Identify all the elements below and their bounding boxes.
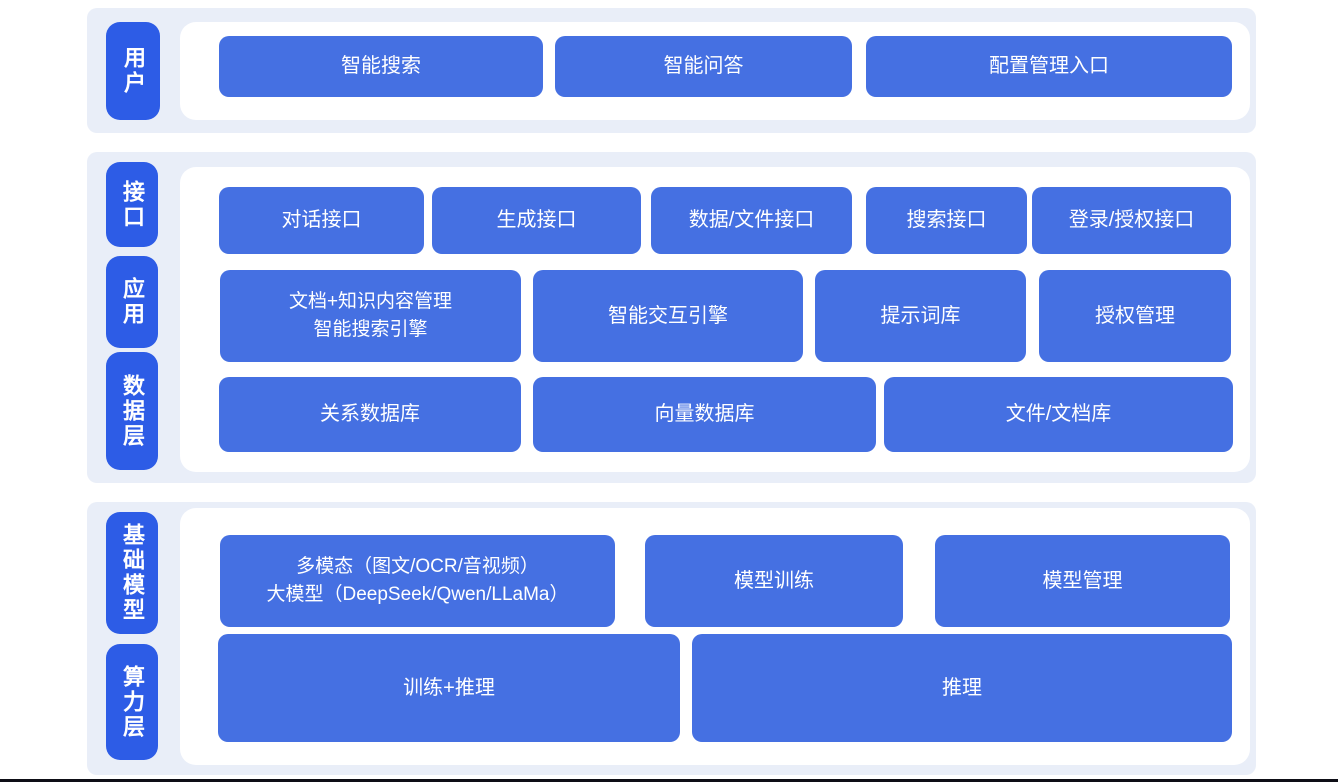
block-generation-api: 生成接口 [432,187,641,254]
block-inference: 推理 [692,634,1232,742]
block-smart-interaction-engine: 智能交互引擎 [533,270,803,362]
layer-label-user: 用户 [106,22,160,120]
layer-label-data-layer: 数据层 [106,352,158,470]
block-doc-knowledge-search-engine: 文档+知识内容管理 智能搜索引擎 [220,270,521,362]
block-dialog-api: 对话接口 [219,187,424,254]
block-model-training: 模型训练 [645,535,903,627]
model-compute-panel: 多模态（图文/OCR/音视频） 大模型（DeepSeek/Qwen/LLaMa）… [180,508,1250,765]
block-multimodal-large-model: 多模态（图文/OCR/音视频） 大模型（DeepSeek/Qwen/LLaMa） [220,535,615,627]
block-auth-management: 授权管理 [1039,270,1231,362]
block-search-api: 搜索接口 [866,187,1027,254]
layer-label-foundation-model: 基础模型 [106,512,158,634]
block-training-plus-inference: 训练+推理 [218,634,680,742]
block-vector-database: 向量数据库 [533,377,876,452]
block-smart-search: 智能搜索 [219,36,543,97]
interface-app-data-panel: 对话接口 生成接口 数据/文件接口 搜索接口 登录/授权接口 文档+知识内容管理… [180,167,1250,472]
block-smart-qa: 智能问答 [555,36,852,97]
block-relational-database: 关系数据库 [219,377,521,452]
layer-label-application: 应用 [106,256,158,348]
layer-label-compute-layer: 算力层 [106,644,158,760]
block-model-management: 模型管理 [935,535,1230,627]
block-config-management-entry: 配置管理入口 [866,36,1232,97]
block-login-auth-api: 登录/授权接口 [1032,187,1231,254]
block-data-file-api: 数据/文件接口 [651,187,852,254]
block-file-document-store: 文件/文档库 [884,377,1233,452]
block-prompt-library: 提示词库 [815,270,1026,362]
layer-label-interface: 接口 [106,162,158,247]
user-layer-panel: 智能搜索 智能问答 配置管理入口 [180,22,1250,120]
bottom-border-line [0,779,1338,782]
